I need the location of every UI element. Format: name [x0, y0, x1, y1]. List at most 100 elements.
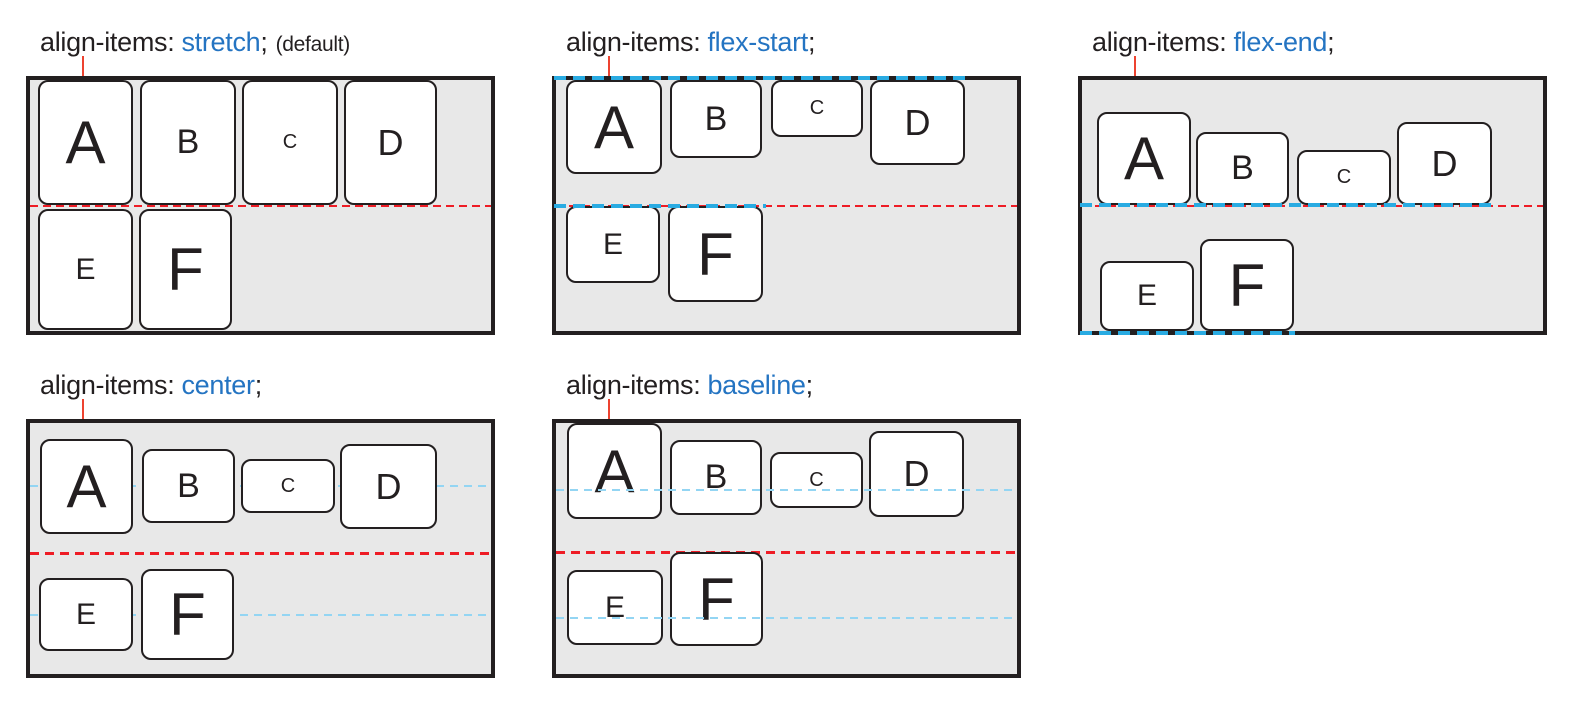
pointer-tick	[608, 56, 610, 76]
item-letter: F	[169, 581, 206, 648]
item-letter: C	[1336, 166, 1352, 188]
flex-item-f: F	[141, 569, 234, 660]
panel-align-items-baseline: align-items:baseline; A B C D E F	[552, 369, 1021, 685]
item-letter: F	[698, 565, 735, 633]
css-value: flex-end	[1233, 27, 1328, 57]
item-letter: D	[377, 121, 404, 163]
flex-start-line-row1	[554, 76, 970, 80]
semicolon: ;	[807, 27, 816, 57]
css-property: align-items:	[40, 27, 175, 57]
item-letter: B	[1231, 149, 1254, 187]
row-midline-guide	[556, 551, 1017, 554]
panel-align-items-center: align-items:center; A B C D E F	[26, 369, 495, 685]
panel-title: align-items:baseline;	[566, 369, 813, 403]
flex-item-b: B	[670, 80, 762, 158]
flex-container: A B C D E F	[552, 399, 1021, 678]
flex-item-f: F	[1200, 239, 1294, 331]
panel-align-items-flex-end: align-items:flex-end; A B C D E F	[1078, 26, 1547, 342]
css-value: baseline	[707, 370, 806, 400]
css-property: align-items:	[1092, 27, 1227, 57]
item-letter: A	[593, 93, 635, 161]
item-letter: E	[1136, 279, 1157, 312]
flex-item-d: D	[344, 80, 437, 205]
pointer-tick	[82, 56, 84, 76]
item-letter: F	[167, 236, 204, 303]
flex-item-a: A	[567, 423, 662, 519]
semicolon: ;	[805, 370, 814, 400]
flex-item-c: C	[241, 459, 335, 513]
item-letter: D	[1431, 142, 1458, 184]
center-guide-row2	[30, 614, 491, 616]
panel-align-items-stretch: align-items:stretch; (default) A B C D E …	[26, 26, 495, 342]
item-letter: B	[176, 123, 200, 161]
flex-item-e: E	[38, 209, 133, 330]
css-property: align-items:	[40, 370, 175, 400]
item-letter: C	[809, 468, 824, 491]
flex-item-c: C	[242, 80, 338, 205]
panel-title: align-items:stretch; (default)	[40, 26, 350, 60]
flex-container: A B C D E F	[26, 56, 495, 335]
semicolon: ;	[1327, 27, 1335, 57]
item-letter: E	[75, 597, 96, 631]
flex-item-f: F	[670, 552, 763, 646]
flex-item-c: C	[770, 452, 863, 508]
flex-end-line-row1	[1080, 203, 1494, 207]
flex-item-a: A	[40, 439, 133, 534]
row-midline-guide	[556, 205, 1017, 207]
css-value: stretch	[181, 27, 261, 57]
flex-item-e: E	[567, 570, 663, 645]
panel-title: align-items:flex-end;	[1092, 26, 1335, 60]
css-property: align-items:	[566, 370, 701, 400]
flex-start-line-row2	[554, 204, 766, 208]
css-value: flex-start	[707, 27, 808, 57]
item-letter: C	[280, 474, 296, 497]
flex-item-b: B	[670, 440, 762, 515]
item-letter: C	[809, 97, 825, 119]
baseline-guide-row2	[556, 617, 1017, 619]
flex-item-c: C	[771, 80, 863, 137]
css-property: align-items:	[566, 27, 701, 57]
flex-item-e: E	[39, 578, 133, 651]
pointer-tick	[82, 399, 84, 419]
flex-item-a: A	[566, 80, 662, 174]
flex-container: A B C D E F	[26, 399, 495, 678]
flex-item-e: E	[1100, 261, 1194, 331]
flex-end-line-row2	[1080, 331, 1295, 335]
panel-align-items-flex-start: align-items:flex-start; A B C D E F	[552, 26, 1021, 342]
flex-item-e: E	[566, 206, 660, 283]
baseline-guide-row1	[556, 489, 1017, 491]
item-letter: D	[375, 465, 402, 507]
item-letter: A	[66, 453, 107, 520]
flex-item-d: D	[870, 80, 965, 165]
item-letter: F	[1228, 251, 1266, 319]
item-letter: E	[604, 590, 625, 624]
item-letter: B	[177, 466, 200, 505]
item-letter: C	[282, 131, 298, 153]
flex-item-d: D	[869, 431, 964, 517]
item-letter: E	[75, 252, 96, 286]
item-letter: D	[903, 453, 930, 494]
row-midline-guide	[30, 205, 491, 207]
flex-item-a: A	[1097, 112, 1191, 205]
item-letter: A	[65, 109, 106, 176]
row-midline-guide	[30, 552, 491, 555]
flex-item-d: D	[340, 444, 437, 529]
item-letter: B	[704, 99, 728, 138]
flex-item-b: B	[1196, 132, 1289, 205]
flex-item-f: F	[668, 206, 763, 302]
item-letter: A	[594, 437, 635, 505]
item-letter: A	[1123, 125, 1165, 192]
default-note: (default)	[275, 33, 351, 56]
flex-item-f: F	[139, 209, 232, 330]
semicolon: ;	[254, 370, 263, 400]
pointer-tick	[608, 399, 610, 419]
flex-item-b: B	[142, 449, 235, 523]
css-value: center	[181, 370, 255, 400]
semicolon: ;	[260, 27, 268, 57]
item-letter: F	[697, 220, 734, 288]
pointer-tick	[1134, 56, 1136, 76]
flex-item-b: B	[140, 80, 236, 205]
panel-title: align-items:center;	[40, 369, 262, 403]
flex-item-a: A	[38, 80, 133, 205]
